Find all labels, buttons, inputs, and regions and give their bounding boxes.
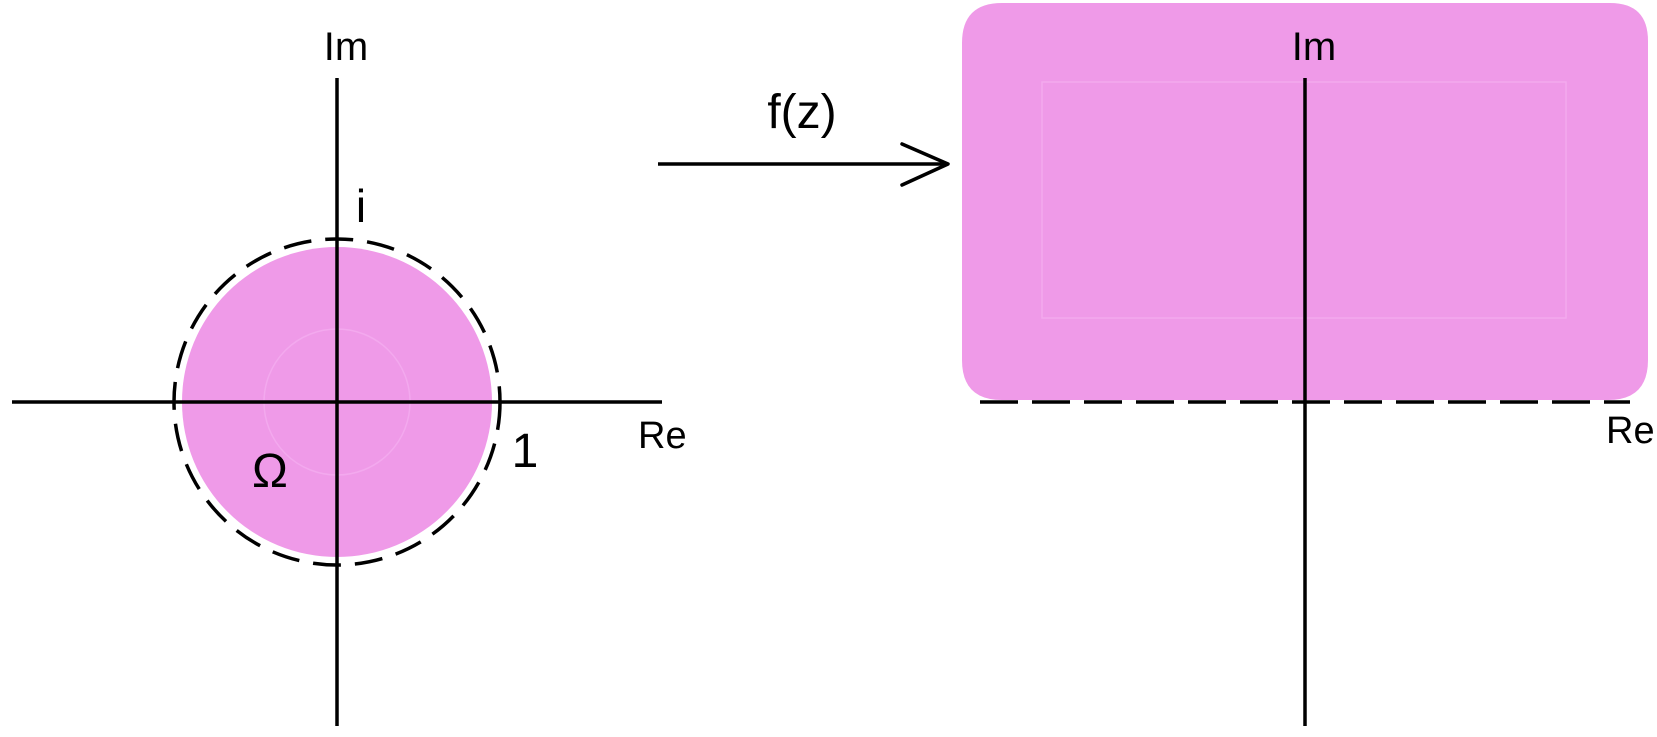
right-im-axis-label: Im: [1292, 25, 1336, 69]
mapping-arrow: f(z): [658, 86, 950, 187]
left-re-axis-label: Re: [638, 415, 687, 457]
point-one-label: 1: [512, 425, 539, 478]
arrow-head: [900, 142, 950, 187]
point-i-label: i: [356, 180, 366, 232]
right-re-axis-label: Re: [1606, 410, 1655, 452]
mapping-function-label: f(z): [767, 86, 836, 139]
left-complex-plane: Im Re i 1 Ω: [12, 25, 687, 726]
domain-omega-label: Ω: [252, 445, 288, 498]
right-complex-plane: Im Re: [962, 3, 1655, 726]
left-im-axis-label: Im: [324, 25, 368, 69]
